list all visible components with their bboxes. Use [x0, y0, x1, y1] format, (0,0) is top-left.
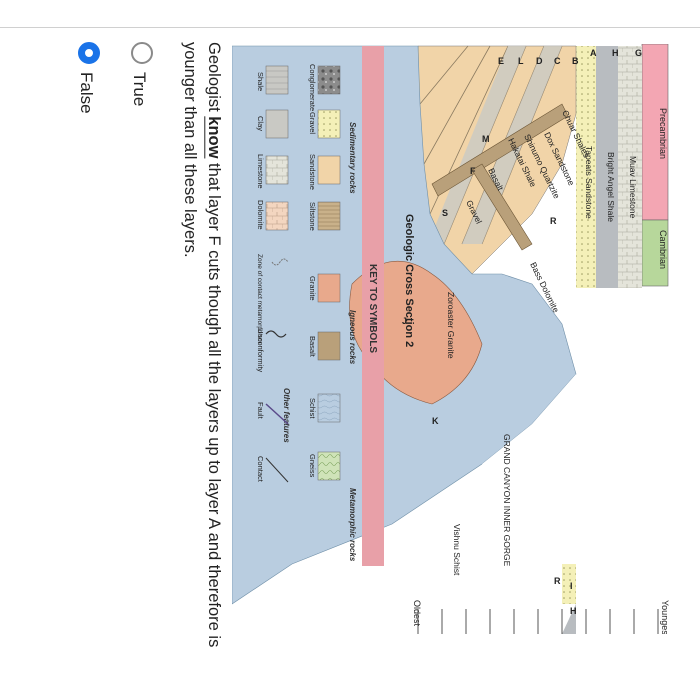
svg-text:I: I [570, 581, 573, 591]
svg-text:Tapeats Sandstone: Tapeats Sandstone [584, 146, 594, 219]
svg-text:Cambrian: Cambrian [658, 230, 668, 269]
svg-text:Metamorphic rocks: Metamorphic rocks [348, 488, 357, 562]
layer-i-tapeats [576, 46, 596, 288]
svg-text:Unconformity: Unconformity [256, 328, 265, 372]
radio-selected-icon[interactable] [78, 42, 100, 64]
svg-text:J: J [402, 316, 407, 326]
svg-text:Bright Angel Shale: Bright Angel Shale [606, 152, 616, 222]
svg-text:Conglomerate: Conglomerate [308, 64, 317, 111]
svg-text:Contact: Contact [256, 456, 265, 483]
svg-text:F: F [470, 166, 476, 176]
layer-h-bright-angel [596, 46, 618, 288]
svg-text:Siltstone: Siltstone [308, 202, 317, 231]
key-title-bar [362, 46, 384, 566]
svg-text:H: H [570, 606, 577, 616]
radio-unselected-icon[interactable] [131, 42, 153, 64]
svg-text:G: G [635, 48, 642, 58]
svg-text:KEY TO SYMBOLS: KEY TO SYMBOLS [367, 264, 378, 353]
svg-text:Zone of contact metamorphism: Zone of contact metamorphism [256, 254, 263, 344]
svg-text:Youngest: Youngest [660, 600, 670, 634]
svg-text:Basalt: Basalt [308, 336, 317, 358]
svg-text:Sedimentary rocks: Sedimentary rocks [348, 122, 357, 194]
svg-text:Clay: Clay [256, 116, 265, 131]
svg-text:Zoroaster Granite: Zoroaster Granite [446, 292, 456, 359]
option-false[interactable]: False [72, 40, 112, 140]
question-text: Geologist know that layer F cuts though … [181, 42, 223, 648]
option-false-label: False [77, 72, 96, 114]
svg-text:M: M [482, 134, 490, 144]
youngest-oldest-scale: Youngest Oldest [412, 600, 670, 634]
svg-text:K: K [432, 416, 439, 426]
svg-text:Gneiss: Gneiss [308, 454, 317, 478]
svg-text:A: A [590, 48, 597, 58]
svg-text:H: H [612, 48, 619, 58]
svg-text:Shale: Shale [256, 72, 265, 91]
svg-text:Fault: Fault [256, 402, 265, 420]
cambrian-bar [641, 219, 669, 287]
svg-text:Dolomite: Dolomite [256, 200, 265, 230]
svg-text:S: S [442, 208, 448, 218]
question-emphasis: know [205, 116, 223, 159]
svg-text:Granite: Granite [308, 276, 317, 301]
option-true[interactable]: True [125, 40, 165, 140]
svg-text:Muav Limestone: Muav Limestone [628, 156, 638, 219]
svg-text:Gravel: Gravel [308, 112, 317, 134]
svg-text:Oldest: Oldest [412, 600, 422, 627]
svg-text:Igneous rocks: Igneous rocks [348, 310, 357, 365]
svg-text:L: L [518, 56, 524, 66]
svg-text:Schist: Schist [308, 398, 317, 419]
svg-text:GRAND CANYON INNER GORGE: GRAND CANYON INNER GORGE [502, 434, 512, 567]
svg-text:R: R [550, 216, 557, 226]
svg-text:D: D [536, 56, 543, 66]
svg-text:C: C [554, 56, 561, 66]
svg-text:Limestone: Limestone [256, 154, 265, 189]
svg-text:Geologic Cross Section 2: Geologic Cross Section 2 [403, 214, 415, 347]
basalt-dike-f [431, 103, 569, 197]
svg-text:B: B [572, 56, 579, 66]
svg-text:E: E [498, 56, 504, 66]
svg-text:Sandstone: Sandstone [308, 154, 317, 190]
top-divider [0, 27, 700, 28]
precambrian-bar [641, 44, 669, 221]
option-true-label: True [130, 72, 149, 107]
layer-g-muav [618, 46, 642, 288]
svg-text:Other features: Other features [282, 388, 291, 443]
svg-text:Precambrian: Precambrian [658, 108, 668, 159]
geologic-cross-section-figure: G H A B C D L E M F S R J K R I H Muav L… [232, 44, 670, 634]
svg-text:R: R [554, 576, 561, 586]
svg-text:Vishnu Schist: Vishnu Schist [452, 524, 462, 576]
